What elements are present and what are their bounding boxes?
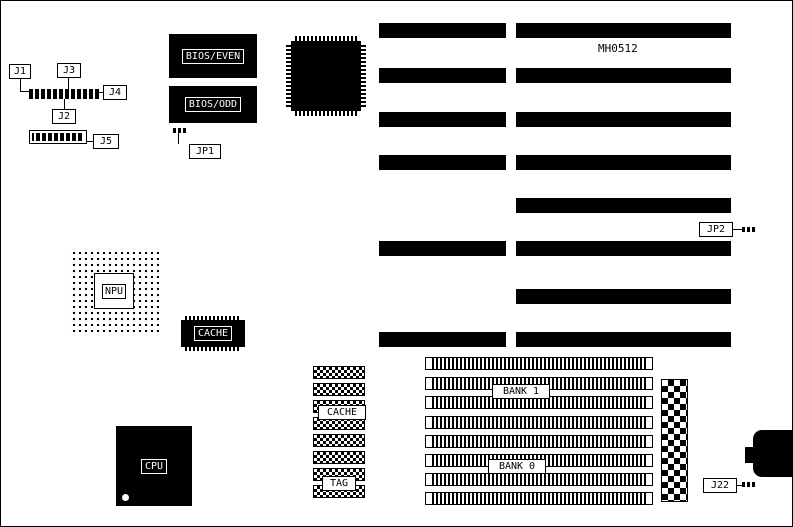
jumper-label-jp2: JP2: [699, 222, 733, 237]
bios-even-chip: BIOS/EVEN: [169, 34, 257, 78]
isa-slot-right-3: [516, 112, 731, 127]
isa-slot-right-5: [516, 198, 731, 213]
sram-chip-2: [313, 383, 365, 396]
simm-clip: [426, 378, 433, 389]
bios-odd-chip: BIOS/ODD: [169, 86, 257, 123]
bank0-label: BANK 0: [488, 459, 546, 474]
simm-socket-8: [425, 492, 653, 505]
qfp-pins-right: [361, 45, 366, 107]
qfp-pins-left: [286, 45, 291, 107]
simm-clip: [426, 417, 433, 428]
jumper-block-j1-j3-j4: [29, 89, 99, 99]
sram-chip-6: [313, 451, 365, 464]
bios-odd-label: BIOS/ODD: [184, 97, 242, 112]
cpu-chip: CPU: [116, 426, 192, 506]
cache-chip-label: CACHE: [193, 326, 233, 341]
qfp-pins-top: [295, 36, 357, 41]
cpu-label: CPU: [140, 458, 168, 474]
simm-clip: [645, 417, 652, 428]
isa-slot-left-6: [379, 241, 506, 256]
bank1-label: BANK 1: [492, 384, 550, 399]
leader-line-j3: [68, 78, 69, 89]
isa-slot-left-4: [379, 155, 506, 170]
leader-line-j1: [20, 79, 21, 92]
simm-clip: [645, 397, 652, 408]
simm-clip: [645, 358, 652, 369]
sram-chip-1: [313, 366, 365, 379]
simm-clip: [645, 474, 652, 485]
isa-slot-left-8: [379, 332, 506, 347]
cache-chip-pins-bottom: [185, 347, 241, 351]
cache-chip-pins-top: [185, 316, 241, 320]
jumper-block-j5: [29, 130, 87, 144]
simm-clip: [426, 358, 433, 369]
isa-slot-right-2: [516, 68, 731, 83]
isa-slot-left-3: [379, 112, 506, 127]
tag-ram-label: TAG: [322, 476, 356, 491]
simm-clip: [426, 493, 433, 504]
simm-socket-4: [425, 416, 653, 429]
isa-slot-right-1: [516, 23, 731, 38]
simm-clip: [645, 436, 652, 447]
isa-slot-left-1: [379, 23, 506, 38]
sram-chip-5: [313, 434, 365, 447]
simm-socket-5: [425, 435, 653, 448]
qfp-chip-body: [291, 41, 361, 111]
simm-clip: [645, 378, 652, 389]
leader-line-jp1: [178, 133, 179, 144]
board-model-text: MH0512: [598, 42, 638, 55]
power-connector: [661, 379, 688, 502]
simm-clip: [426, 436, 433, 447]
jumper-block-j22: [742, 482, 755, 487]
jumper-label-j4: J4: [103, 85, 127, 100]
isa-slot-right-7: [516, 289, 731, 304]
keyboard-connector-tab: [745, 447, 755, 463]
leader-line-j22: [736, 485, 743, 486]
jumper-block-jp1: [173, 128, 186, 133]
leader-line-j1-h: [20, 91, 30, 92]
jumper-label-j2: J2: [52, 109, 76, 124]
npu-inner-square: NPU: [94, 273, 134, 309]
isa-slot-right-6: [516, 241, 731, 256]
jumper-label-jp1: JP1: [189, 144, 221, 159]
npu-socket: NPU: [69, 248, 159, 334]
jumper-label-j3: J3: [57, 63, 81, 78]
simm-clip: [645, 493, 652, 504]
qfp-pins-bottom: [295, 111, 357, 116]
npu-label: NPU: [101, 283, 127, 299]
jumper-label-j22: J22: [703, 478, 737, 493]
simm-clip: [645, 455, 652, 466]
simm-clip: [426, 397, 433, 408]
keyboard-connector: [753, 430, 792, 477]
leader-line-jp2: [733, 229, 742, 230]
isa-slot-left-2: [379, 68, 506, 83]
leader-line-j4: [97, 92, 103, 93]
bios-even-label: BIOS/EVEN: [181, 48, 245, 64]
simm-socket-7: [425, 473, 653, 486]
jumper-label-j5: J5: [93, 134, 119, 149]
simm-socket-1: [425, 357, 653, 370]
jumper-label-j1: J1: [9, 64, 31, 79]
isa-slot-right-8: [516, 332, 731, 347]
jumper-block-jp2: [742, 227, 755, 232]
cpu-pin1-dot: [122, 494, 129, 501]
isa-slot-right-4: [516, 155, 731, 170]
cache-sram-label: CACHE: [318, 405, 366, 420]
leader-line-j5: [87, 141, 93, 142]
cache-chip: CACHE: [181, 320, 245, 347]
simm-clip: [426, 455, 433, 466]
simm-clip: [426, 474, 433, 485]
leader-line-j2: [64, 99, 65, 109]
